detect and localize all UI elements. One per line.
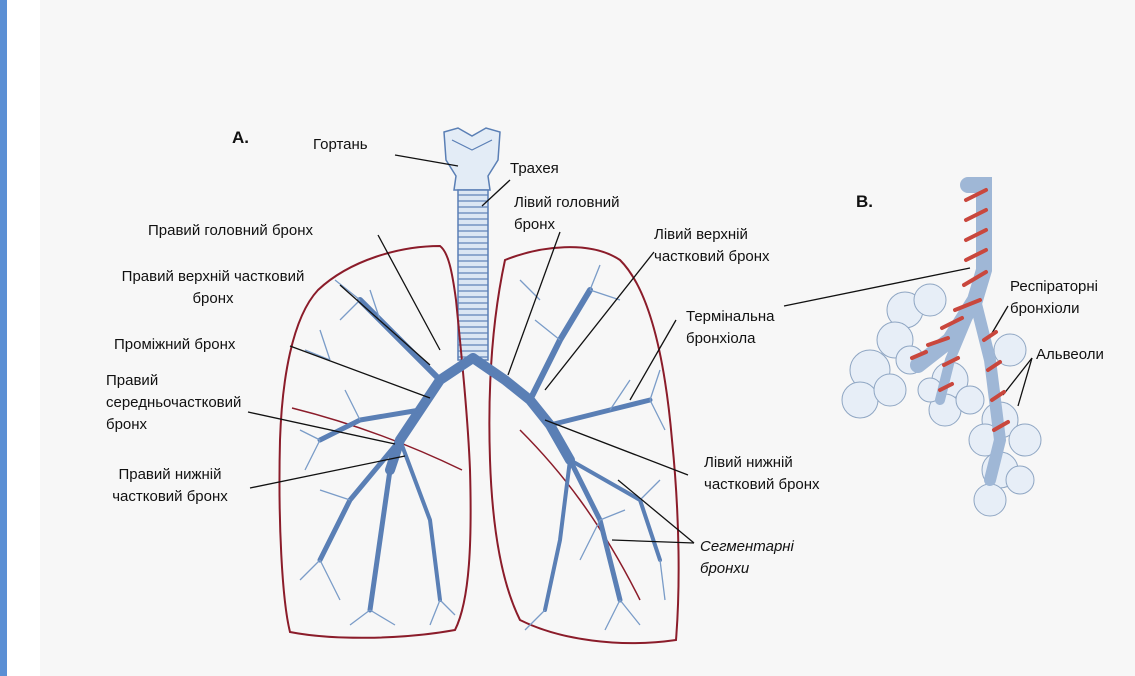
label-trachea: Трахея xyxy=(510,158,559,180)
label-respiratory-bronchioles: Респіраторні бронхіоли xyxy=(1010,276,1098,320)
label-right-upper-lobar: Правий верхній частковий бронх xyxy=(68,266,358,310)
trachea-shape xyxy=(458,190,488,360)
label-terminal-bronchiole: Термінальна бронхіола xyxy=(686,306,774,350)
left-lung-fissure xyxy=(520,430,640,600)
label-left-main-bronchus: Лівий головний бронх xyxy=(514,192,620,236)
larynx-shape xyxy=(444,128,500,190)
bronchiole-alveoli-illustration xyxy=(842,185,1041,516)
label-right-main-bronchus: Правий головний бронх xyxy=(148,220,313,242)
section-b-label: B. xyxy=(856,192,873,212)
label-larynx: Гортань xyxy=(313,134,368,156)
label-intermediate-bronchus: Проміжний бронх xyxy=(114,334,235,356)
label-left-lower-lobar: Лівий нижній частковий бронх xyxy=(704,452,820,496)
left-lung-outline xyxy=(489,247,678,643)
label-segmental-bronchi: Сегментарні бронхи xyxy=(700,536,794,580)
label-alveoli: Альвеоли xyxy=(1036,344,1104,366)
label-right-lower-lobar: Правий нижній частковий бронх xyxy=(80,464,260,508)
label-left-upper-lobar: Лівий верхній частковий бронх xyxy=(654,224,770,268)
section-a-label: A. xyxy=(232,128,249,148)
label-right-middle-lobar: Правий середньочастковий бронх xyxy=(106,370,241,436)
